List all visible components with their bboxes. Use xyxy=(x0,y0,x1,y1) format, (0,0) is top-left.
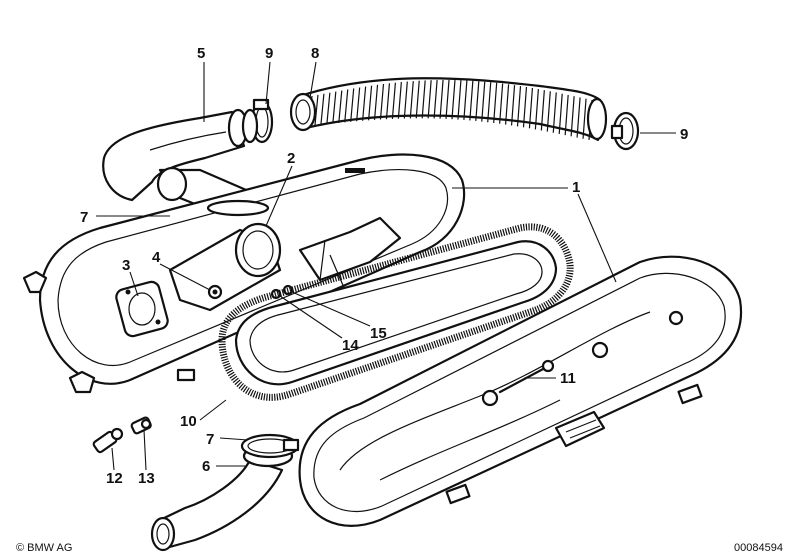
hose-rib xyxy=(439,79,444,119)
hose-rib xyxy=(338,90,343,123)
part-labels: 5 9 8 9 2 1 7 3 4 15 14 10 11 7 6 12 13 xyxy=(80,45,688,487)
hose-rib xyxy=(570,96,575,137)
hose-rib xyxy=(558,93,563,134)
hose-rib xyxy=(415,80,420,119)
label-part-14: 14 xyxy=(342,337,359,354)
hose-rib xyxy=(522,86,528,128)
hose-rib xyxy=(481,81,486,122)
hose-rib xyxy=(320,93,325,125)
hose-rib xyxy=(564,94,569,136)
hose-rib xyxy=(344,89,349,123)
filter-housing-lower xyxy=(22,153,466,394)
label-part-15: 15 xyxy=(370,325,387,342)
label-part-11: 11 xyxy=(560,370,576,387)
label-part-9-right: 9 xyxy=(680,126,688,143)
copyright-text: © BMW AG xyxy=(16,542,72,554)
label-part-8: 8 xyxy=(311,45,319,62)
label-part-3: 3 xyxy=(122,257,130,274)
hose-rib xyxy=(362,86,367,121)
label-part-6: 6 xyxy=(202,458,210,475)
hose-rib xyxy=(469,80,474,121)
drawing-number: 00084594 xyxy=(734,542,783,554)
outlet-hose xyxy=(150,444,294,552)
hose-rib xyxy=(528,87,534,129)
hose-rib xyxy=(576,97,581,138)
label-part-13: 13 xyxy=(138,470,155,487)
label-part-1: 1 xyxy=(572,179,580,196)
hose-rib xyxy=(409,81,414,119)
hose-rib xyxy=(516,85,522,127)
hose-rib xyxy=(546,91,551,132)
hose-rib xyxy=(582,98,587,139)
hose-rib xyxy=(463,80,468,120)
label-part-9-top: 9 xyxy=(265,45,273,62)
label-part-4: 4 xyxy=(152,249,161,266)
hose-rib xyxy=(326,92,331,125)
hose-clamp-right xyxy=(610,111,640,151)
hose-rib xyxy=(540,90,545,131)
hose-rib xyxy=(457,80,462,120)
hose-rib xyxy=(373,84,379,120)
hose-rib xyxy=(332,91,337,124)
hose-rib xyxy=(445,79,450,119)
hose-rib xyxy=(314,94,319,126)
corrugated-hose xyxy=(289,77,608,142)
label-part-5: 5 xyxy=(197,45,205,62)
hose-rib xyxy=(510,85,516,126)
hose-rib xyxy=(391,82,397,119)
label-part-12: 12 xyxy=(106,470,123,487)
hose-rib xyxy=(493,82,498,124)
filter-housing-cover xyxy=(298,255,743,527)
hose-rib xyxy=(421,80,426,119)
hose-rib xyxy=(385,83,391,120)
hose-rib xyxy=(552,92,557,133)
hose-rib xyxy=(403,81,408,119)
label-part-2: 2 xyxy=(287,150,295,167)
hose-rib xyxy=(487,82,492,123)
hose-rib xyxy=(350,88,355,122)
hose-rib xyxy=(379,84,385,120)
hose-rib xyxy=(451,80,456,120)
hose-rib xyxy=(534,89,539,130)
label-part-7-bottom: 7 xyxy=(206,431,214,448)
hose-rib xyxy=(367,85,373,121)
hose-rib xyxy=(475,81,480,122)
hose-rib xyxy=(499,83,504,124)
label-part-10: 10 xyxy=(180,413,197,430)
leader-lines xyxy=(96,61,676,471)
sensor-12 xyxy=(92,427,124,454)
filter-element xyxy=(218,223,574,401)
hose-rib xyxy=(433,79,438,119)
hose-rib xyxy=(504,84,510,125)
outlet-clamp xyxy=(240,433,300,459)
valve-13 xyxy=(130,416,152,435)
hose-rib xyxy=(397,82,402,119)
hose-rib xyxy=(356,87,361,122)
hose-rib xyxy=(427,80,432,119)
label-part-7-top: 7 xyxy=(80,209,88,226)
